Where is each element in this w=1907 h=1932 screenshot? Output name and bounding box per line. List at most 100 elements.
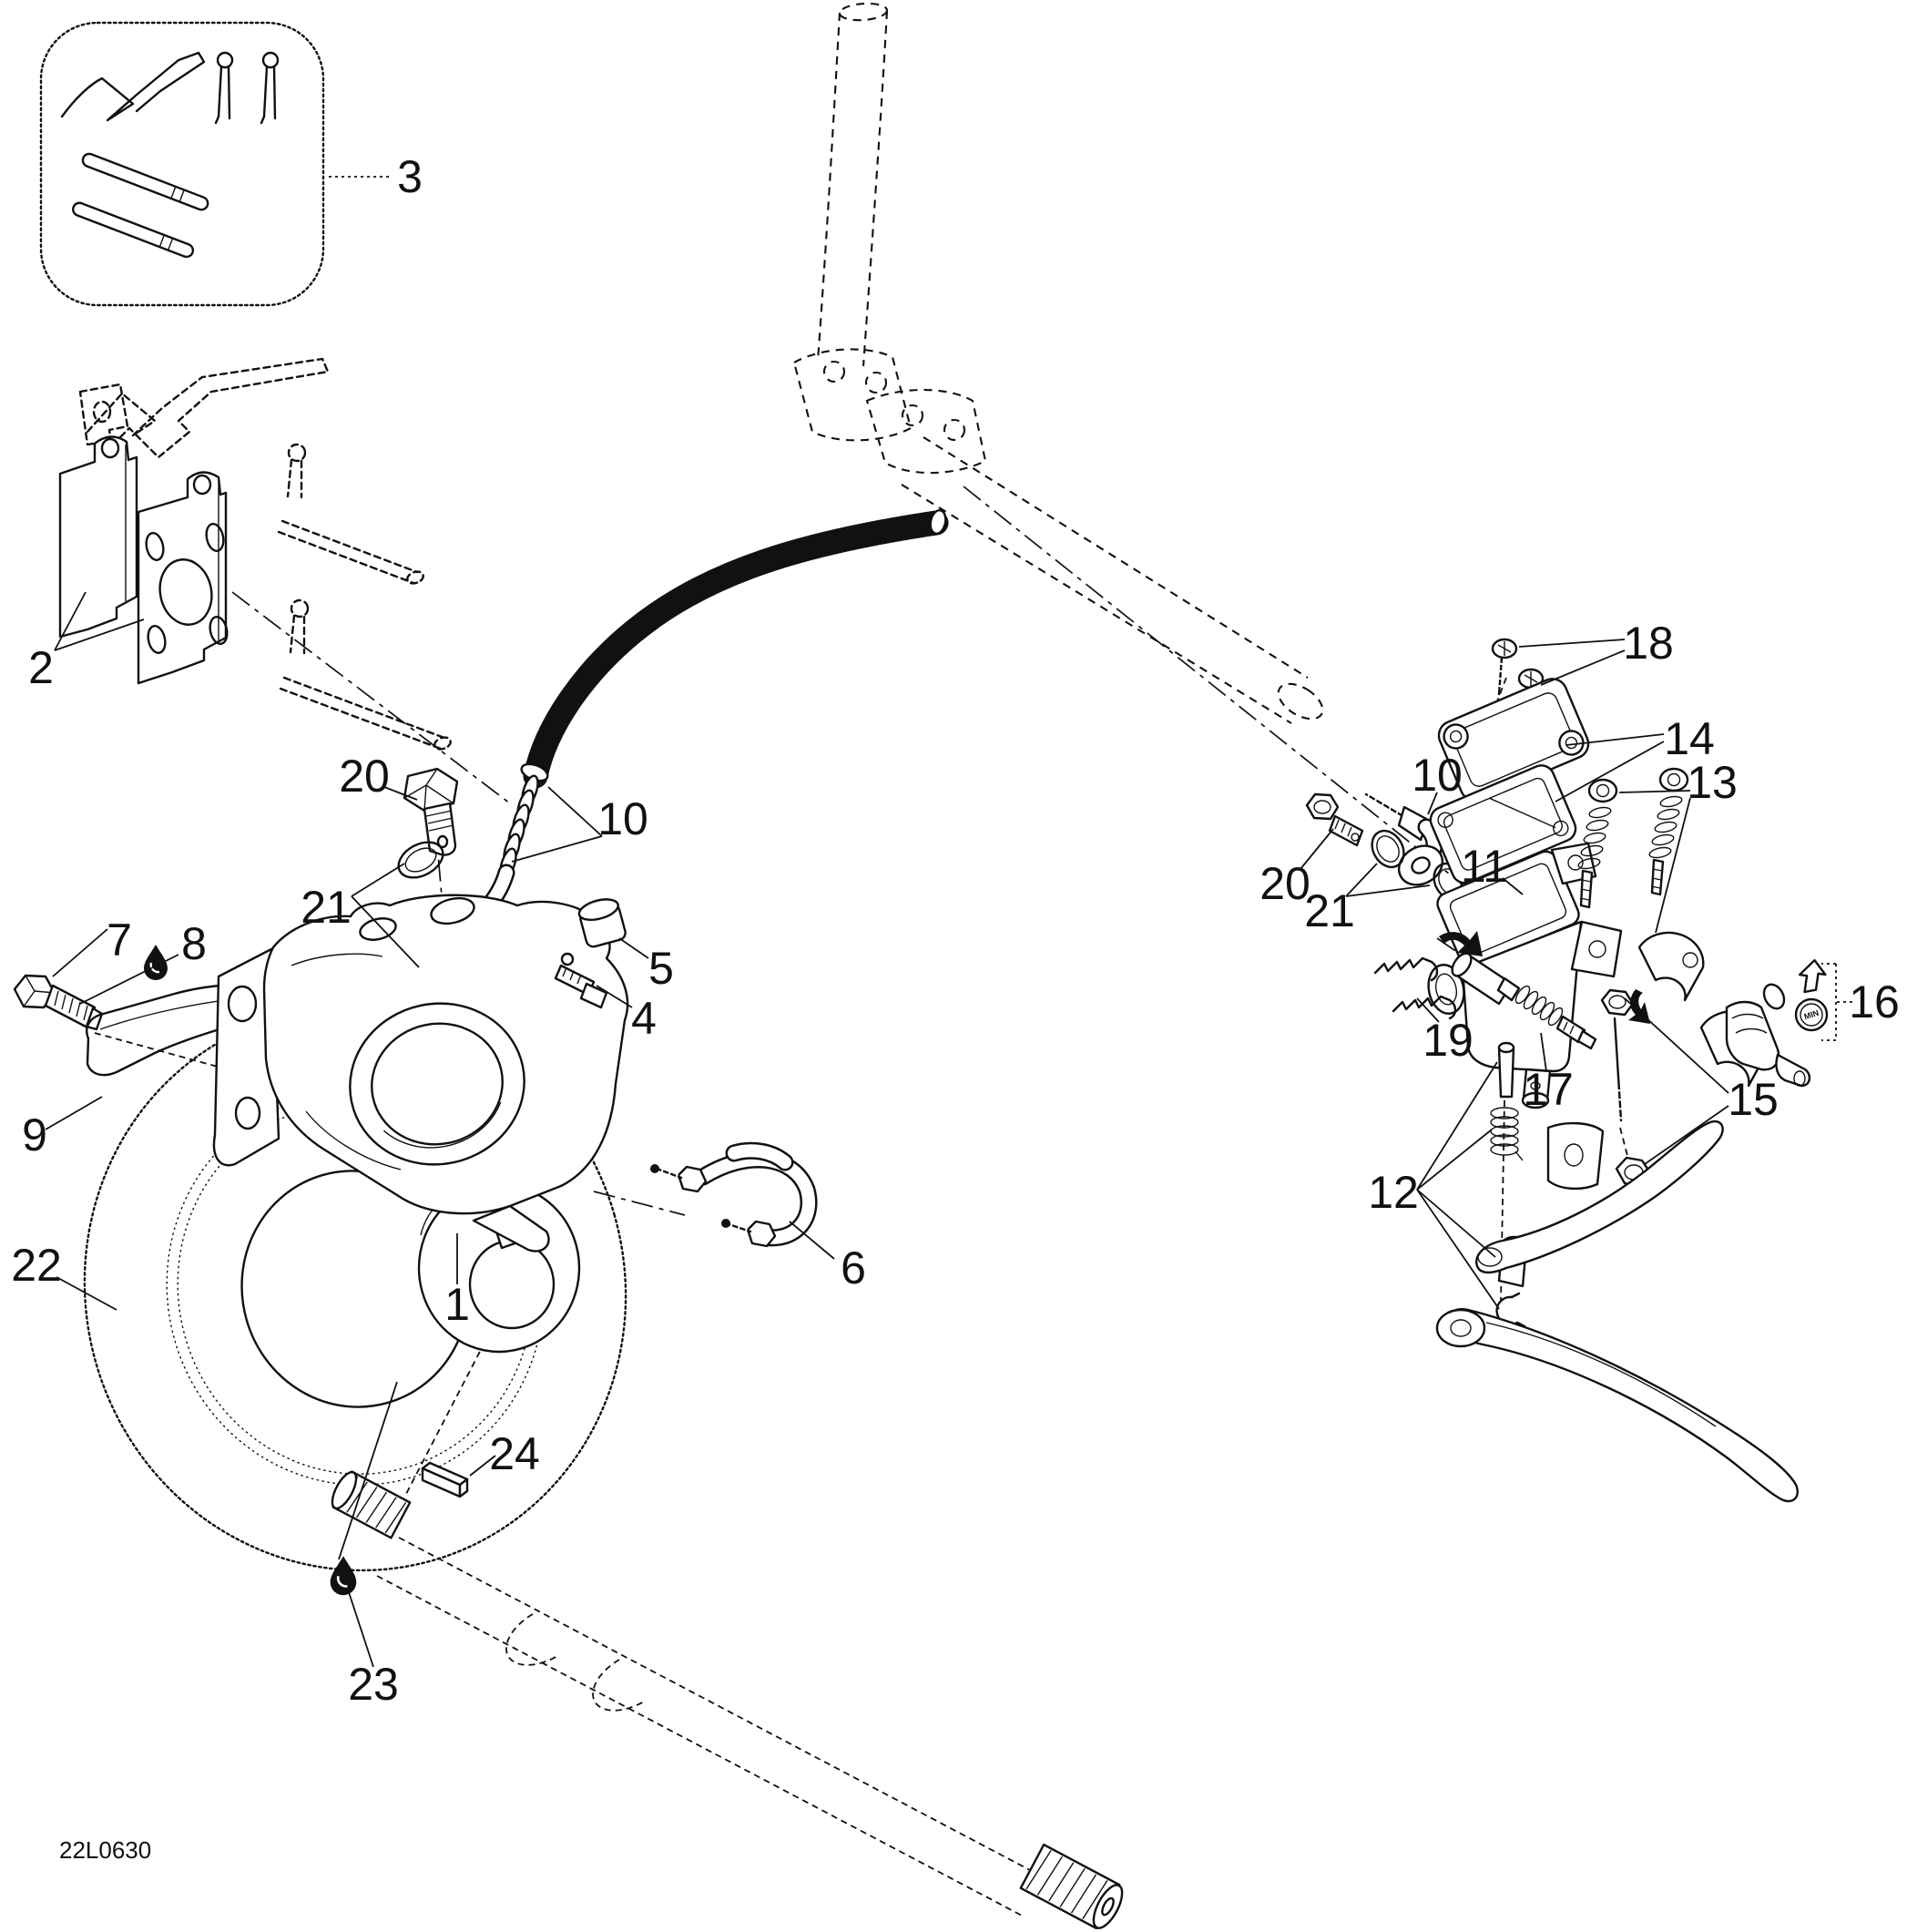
figure-part-code: 22L0630 — [59, 1836, 151, 1864]
callout-leader-4 — [596, 985, 633, 1008]
callout-label-20: 20 — [1259, 858, 1310, 909]
direction-arrow-icon — [1798, 958, 1827, 994]
callout-label-24: 24 — [489, 1428, 540, 1479]
kit-pad-pin — [81, 152, 209, 211]
sealing-washer — [1371, 829, 1405, 869]
callout-label-19: 19 — [1423, 1015, 1474, 1066]
callout-label-12: 12 — [1368, 1167, 1419, 1218]
bleeder-cap — [577, 898, 627, 948]
callout-leader-21 — [351, 863, 405, 897]
callout-leader-2 — [54, 591, 87, 651]
hardware-kit-box — [39, 21, 325, 307]
callout-leader-12 — [1416, 1189, 1496, 1258]
callout-leader-14 — [1555, 741, 1665, 802]
callout-label-13: 13 — [1687, 757, 1738, 808]
callout-leader-15 — [1644, 1105, 1729, 1165]
callout-leader-17 — [1540, 1032, 1547, 1072]
callout-label-20: 20 — [339, 751, 390, 802]
callout-leader-8 — [79, 954, 179, 1005]
pad-pin-phantom — [277, 519, 424, 585]
shaft-splined-end — [331, 1470, 412, 1539]
lever-return-spring — [1490, 1107, 1524, 1161]
brake-lever — [1435, 1308, 1799, 1503]
brake-hose — [423, 508, 949, 956]
reservoir-gasket — [1429, 764, 1577, 884]
callout-leader-23 — [338, 1381, 398, 1560]
callout-label-21: 21 — [1304, 885, 1355, 936]
callout-leader-21 — [1345, 863, 1378, 897]
clamp-screw-with-spring — [1577, 778, 1618, 909]
callout-leader-12 — [1416, 1061, 1498, 1191]
callout-label-7: 7 — [107, 915, 132, 966]
callout-leader-6 — [789, 1221, 835, 1260]
crossover-hose — [650, 1141, 818, 1248]
callout-leader-12 — [1416, 1129, 1493, 1191]
clamp-screw-with-spring — [1648, 767, 1689, 896]
callout-label-14: 14 — [1664, 713, 1715, 764]
callout-label-17: 17 — [1523, 1064, 1574, 1115]
lever-arm — [1475, 1119, 1724, 1274]
callout-leader-20 — [383, 786, 418, 801]
pad-cotter-pin-phantom — [289, 598, 310, 655]
pad-retainer-clip-phantom — [86, 357, 330, 459]
piston-return-clip — [1373, 956, 1439, 982]
lever-link-pin — [1497, 1041, 1515, 1099]
callout-leader-23 — [348, 1591, 374, 1668]
callout-label-15: 15 — [1728, 1074, 1779, 1125]
kit-cotter-pin — [260, 51, 280, 125]
callout-label-21: 21 — [301, 882, 352, 933]
lever-boot — [1725, 1000, 1811, 1088]
callout-leader-2 — [54, 618, 145, 651]
bleed-direction-arrow — [1628, 989, 1650, 1024]
pad-pin-phantom — [279, 676, 452, 751]
shaft-threaded-end — [1019, 1843, 1124, 1930]
callout-label-22: 22 — [11, 1240, 62, 1291]
callout-label-2: 2 — [28, 642, 54, 693]
banjo-bolt — [1305, 792, 1364, 847]
callout-leader-20 — [1300, 828, 1334, 870]
hose-inlet-boss — [430, 896, 475, 925]
sight-glass-o-ring — [1762, 983, 1786, 1010]
kit-pad-pin — [72, 201, 195, 259]
callout-leader-19 — [1416, 997, 1440, 1023]
callout-label-10: 10 — [1412, 750, 1463, 801]
callout-label-8: 8 — [181, 918, 207, 969]
callout-leader-12 — [1416, 1189, 1500, 1310]
callout-leader-21 — [351, 895, 420, 968]
callout-leader-10 — [547, 786, 603, 837]
callout-leader-10 — [1427, 792, 1438, 815]
brake-pad-inner — [137, 471, 229, 685]
callout-label-3: 3 — [397, 151, 423, 202]
hose-coil-guard — [499, 774, 539, 880]
lever-pivot-bolt — [1600, 988, 1635, 1122]
handlebar-phantom — [792, 2, 1324, 724]
piston-assembly — [1439, 931, 1597, 1050]
bleeder-valve — [554, 952, 608, 1009]
drive-shaft-phantom — [331, 1470, 1124, 1930]
callout-leader-18 — [1540, 649, 1626, 686]
callout-label-11: 11 — [1461, 841, 1508, 892]
callout-leader-14 — [1565, 733, 1665, 746]
sight-glass-min-marking: MIN — [1803, 1008, 1820, 1022]
hose-end-section — [929, 508, 947, 536]
callout-label-4: 4 — [631, 993, 657, 1044]
callout-leader-18 — [1518, 639, 1626, 648]
anchor-bracket-phantom — [78, 383, 129, 446]
kit-cotter-pin — [214, 51, 234, 125]
callout-leader-13 — [1618, 790, 1691, 793]
callout-leader-21 — [1345, 884, 1431, 897]
brake-caliper — [212, 894, 629, 1252]
sealing-washer — [397, 841, 444, 879]
callout-label-5: 5 — [648, 943, 674, 994]
callout-leader-10 — [511, 835, 603, 863]
callout-leader-11 — [1502, 877, 1524, 895]
pad-cotter-pin-phantom — [286, 443, 307, 499]
shaft-key — [421, 1461, 469, 1498]
brake-hose-right-end — [1364, 786, 1444, 886]
sight-glass: MIN — [1794, 997, 1829, 1032]
callout-leader-13 — [1655, 797, 1691, 934]
callout-label-9: 9 — [22, 1109, 47, 1160]
callout-label-1: 1 — [444, 1279, 470, 1330]
callout-label-10: 10 — [597, 793, 648, 844]
